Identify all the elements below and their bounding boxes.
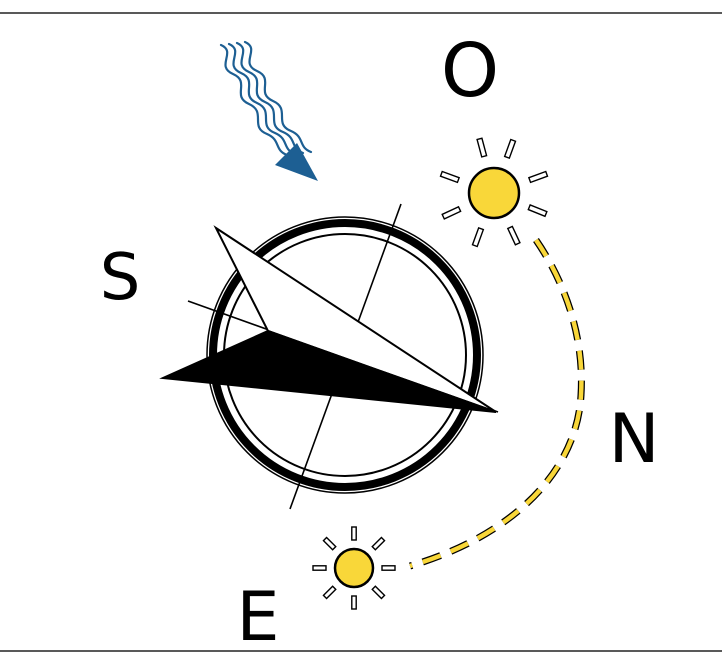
compass-rose-icon bbox=[163, 204, 498, 509]
north-label: N bbox=[609, 400, 660, 479]
south-label: S bbox=[100, 241, 141, 315]
sun-icon-lower bbox=[313, 527, 395, 609]
sun-icon-upper bbox=[441, 138, 548, 246]
west-label: O bbox=[441, 28, 499, 114]
wind-arrow-icon bbox=[221, 42, 318, 181]
east-label: E bbox=[237, 578, 280, 657]
